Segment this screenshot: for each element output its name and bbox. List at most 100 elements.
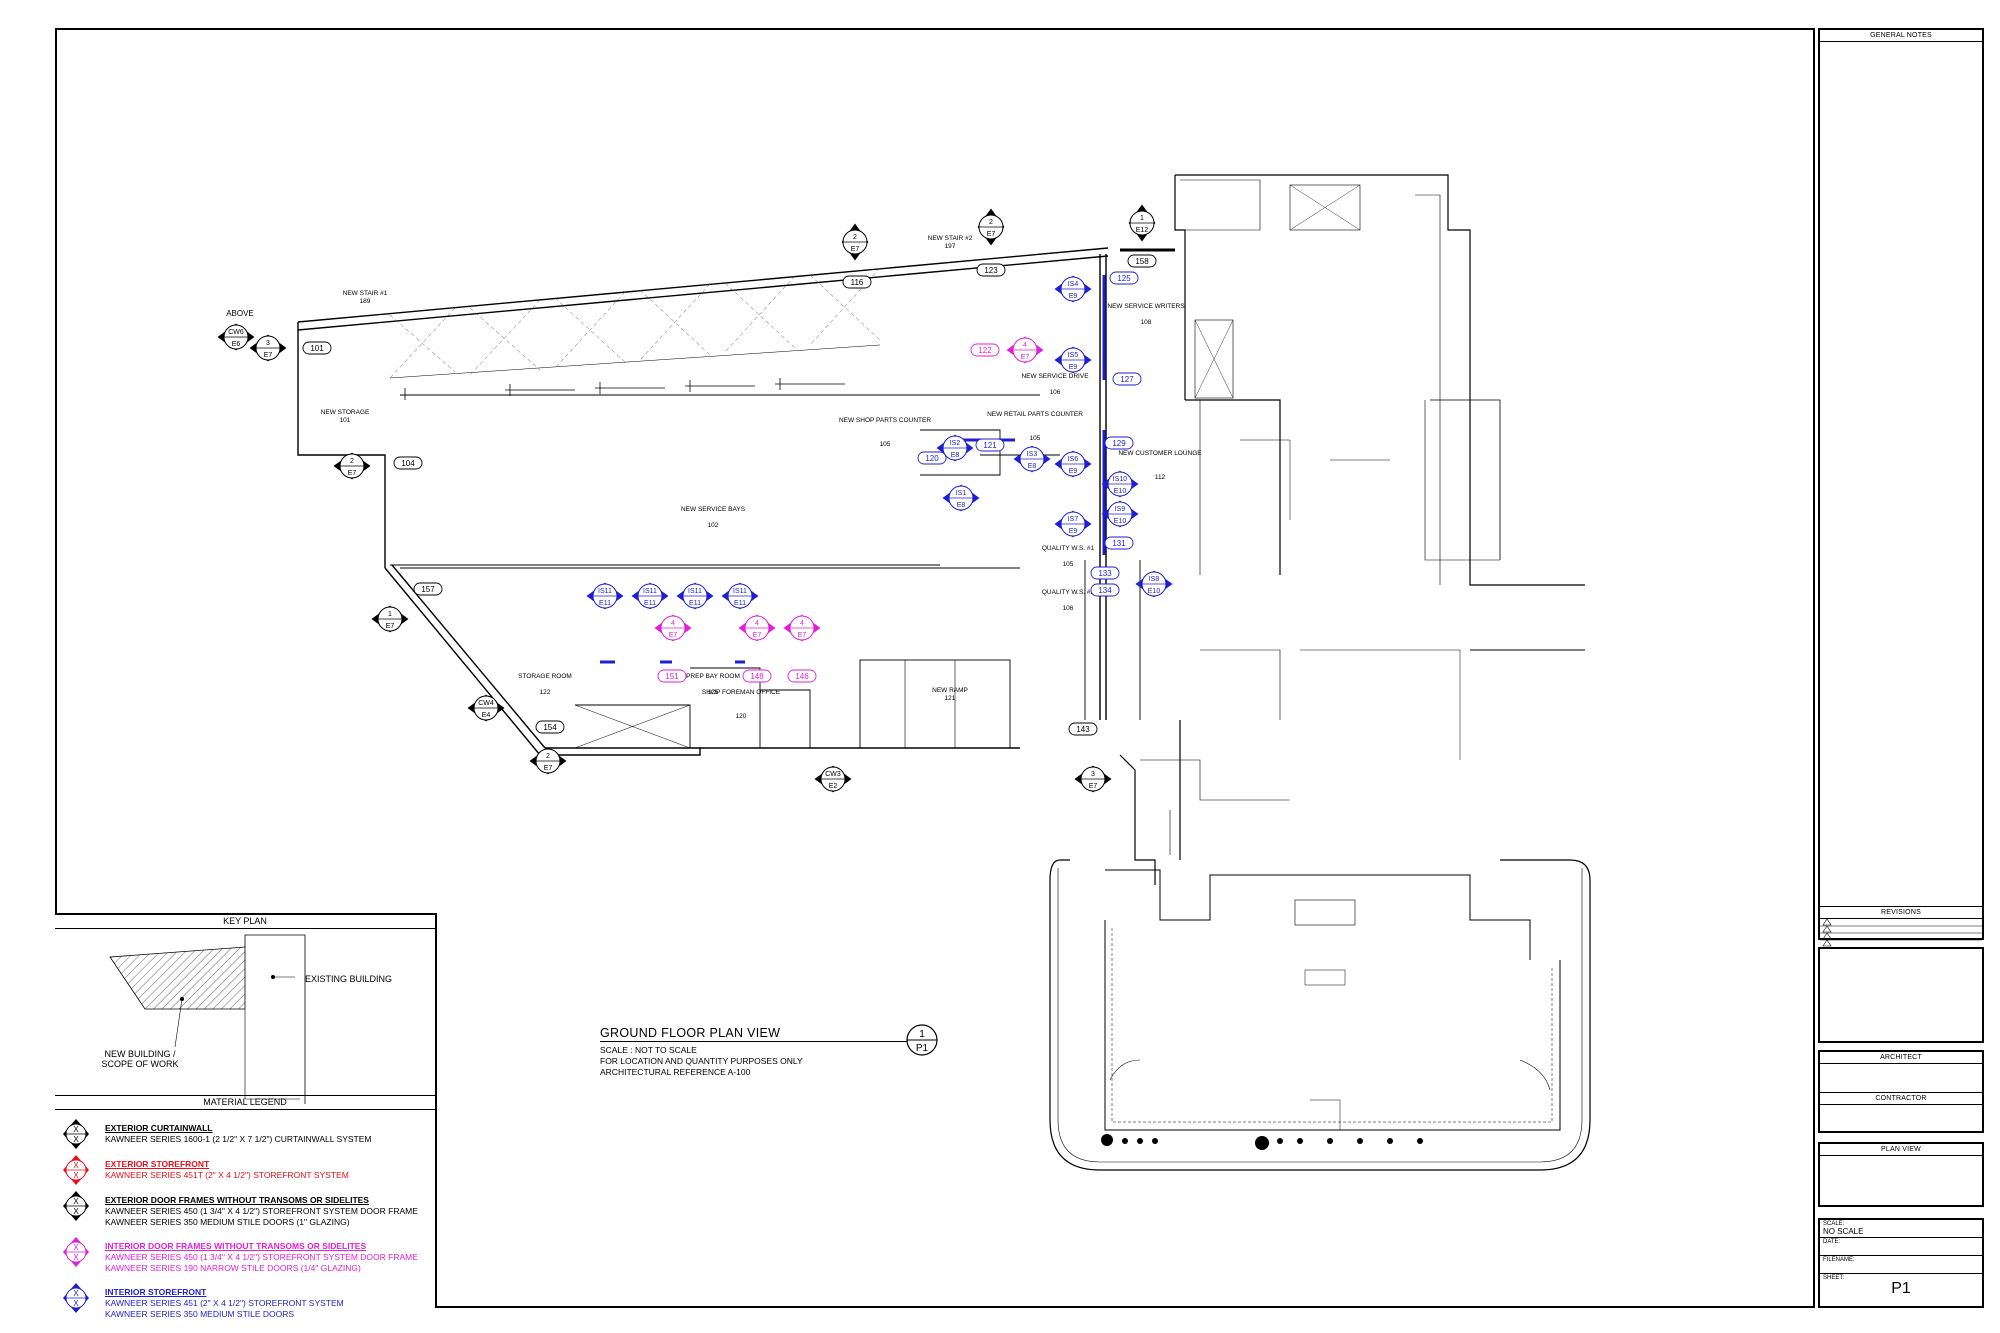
- plan-note-2: ARCHITECTURAL REFERENCE A-100: [600, 1067, 751, 1077]
- svg-text:1: 1: [1140, 215, 1144, 222]
- room-number: 105: [1063, 561, 1074, 568]
- service-bay-lifts: [400, 378, 845, 400]
- svg-text:X: X: [73, 1289, 79, 1298]
- architect-title: ARCHITECT: [1820, 1052, 1982, 1064]
- svg-text:4: 4: [671, 620, 675, 627]
- general-notes-title: GENERAL NOTES: [1820, 30, 1982, 42]
- room-number: 189: [360, 298, 371, 305]
- key-plan-new-label: NEW BUILDING / SCOPE OF WORK: [85, 1049, 195, 1069]
- revision-rows: [1820, 918, 1982, 947]
- date-label: DATE:: [1820, 1238, 1982, 1256]
- svg-text:E7: E7: [669, 632, 678, 639]
- section-markers: 2E72E71E123E7CW6E62E71E7CW4E42E7CW3E23E7…: [217, 204, 1173, 793]
- svg-text:IS11: IS11: [733, 588, 747, 595]
- room-number: 125: [708, 689, 719, 696]
- svg-text:IS6: IS6: [1068, 456, 1079, 463]
- svg-text:X: X: [73, 1299, 79, 1308]
- svg-text:E8: E8: [951, 452, 960, 459]
- legend-item-heading: EXTERIOR CURTAINWALL: [105, 1123, 213, 1133]
- plan-scale: SCALE : NOT TO SCALE: [600, 1045, 697, 1055]
- legend-symbol-icon: XX: [63, 1191, 89, 1221]
- door-tag: 143: [1068, 722, 1098, 736]
- legend-item-line: KAWNEER SERIES 450 (1 3/4" X 4 1/2") STO…: [105, 1206, 418, 1216]
- exterior-section-marker: 2E7: [977, 208, 1005, 246]
- svg-text:E10: E10: [1114, 518, 1127, 525]
- svg-text:2: 2: [989, 219, 993, 226]
- room-number: 102: [708, 522, 719, 529]
- svg-text:129: 129: [1112, 439, 1126, 448]
- room-labels: NEW STAIR #1 189 NEW STAIR #2 197 NEW ST…: [321, 235, 1203, 720]
- legend-item-line: KAWNEER SERIES 1600-1 (2 1/2" X 7 1/2") …: [105, 1134, 372, 1144]
- svg-text:131: 131: [1112, 539, 1126, 548]
- legend-item-heading: INTERIOR STOREFRONT: [105, 1287, 207, 1297]
- svg-text:E11: E11: [689, 600, 701, 607]
- door-tag: 123: [976, 263, 1006, 277]
- legend-item-heading: EXTERIOR DOOR FRAMES WITHOUT TRANSOMS OR…: [105, 1195, 369, 1205]
- svg-text:4: 4: [1023, 342, 1027, 349]
- svg-text:E12: E12: [1136, 227, 1149, 234]
- svg-text:E11: E11: [599, 600, 611, 607]
- existing-building-plantings: [1101, 1134, 1423, 1150]
- door-tag: 133: [1090, 566, 1120, 580]
- svg-text:146: 146: [795, 672, 809, 681]
- exterior-section-marker: 2E7: [529, 747, 567, 775]
- room-label: NEW STORAGE: [321, 409, 370, 416]
- key-plan-new-line2: SCOPE OF WORK: [101, 1059, 179, 1069]
- interior-door-marker: 4E7: [783, 614, 821, 642]
- room-number: 120: [736, 713, 747, 720]
- svg-text:151: 151: [665, 672, 679, 681]
- plan-view-panel: PLAN VIEW: [1818, 1142, 1984, 1207]
- room-label: NEW CUSTOMER LOUNGE: [1118, 450, 1202, 457]
- door-tag: 154: [535, 720, 565, 734]
- door-tag: 134: [1090, 583, 1120, 597]
- svg-text:E7: E7: [753, 632, 762, 639]
- room-label: NEW SHOP PARTS COUNTER: [839, 417, 931, 424]
- legend-symbol-icon: XX: [63, 1119, 89, 1149]
- exterior-section-marker: 2E7: [841, 223, 869, 261]
- door-tags: 1011041161231251271291311331341431541571…: [302, 254, 1157, 736]
- architect-contractor-panel: ARCHITECT CONTRACTOR: [1818, 1050, 1984, 1133]
- key-plan-panel: KEY PLAN EXISTING BUILDING NEW BUILDING …: [55, 913, 437, 1319]
- svg-text:4: 4: [800, 620, 804, 627]
- exterior-section-marker: 1E7: [371, 605, 409, 633]
- svg-text:IS4: IS4: [1068, 281, 1079, 288]
- door-tag: 148: [742, 669, 772, 683]
- legend-item-heading: EXTERIOR STOREFRONT: [105, 1159, 210, 1169]
- svg-text:E7: E7: [348, 470, 357, 477]
- room-number: 101: [340, 417, 351, 424]
- door-tag: 125: [1109, 271, 1139, 285]
- legend-item-heading: INTERIOR DOOR FRAMES WITHOUT TRANSOMS OR…: [105, 1241, 367, 1251]
- door-tag: 120: [917, 451, 947, 465]
- svg-text:X: X: [73, 1197, 79, 1206]
- svg-text:E8: E8: [1028, 463, 1037, 470]
- svg-text:X: X: [73, 1135, 79, 1144]
- svg-text:E7: E7: [544, 765, 553, 772]
- scale-value: NO SCALE: [1820, 1226, 1982, 1238]
- svg-text:IS8: IS8: [1149, 576, 1160, 583]
- room-number: 197: [945, 243, 956, 250]
- svg-text:1: 1: [919, 1029, 925, 1040]
- legend-item-line: KAWNEER SERIES 350 MEDIUM STILE DOORS: [105, 1309, 295, 1319]
- material-legend-title: MATERIAL LEGEND: [55, 1095, 435, 1110]
- new-building-walls: [297, 247, 1141, 756]
- svg-text:E9: E9: [1069, 528, 1078, 535]
- svg-text:CW4: CW4: [478, 700, 494, 707]
- room-number: 105: [1030, 435, 1041, 442]
- door-tag: 129: [1104, 436, 1134, 450]
- svg-text:3: 3: [266, 340, 270, 347]
- door-tag: 146: [787, 669, 817, 683]
- svg-text:101: 101: [310, 344, 324, 353]
- door-tag: 158: [1127, 254, 1157, 268]
- door-tag: 127: [1112, 372, 1142, 386]
- svg-text:127: 127: [1120, 375, 1134, 384]
- exterior-section-marker: 2E7: [333, 452, 371, 480]
